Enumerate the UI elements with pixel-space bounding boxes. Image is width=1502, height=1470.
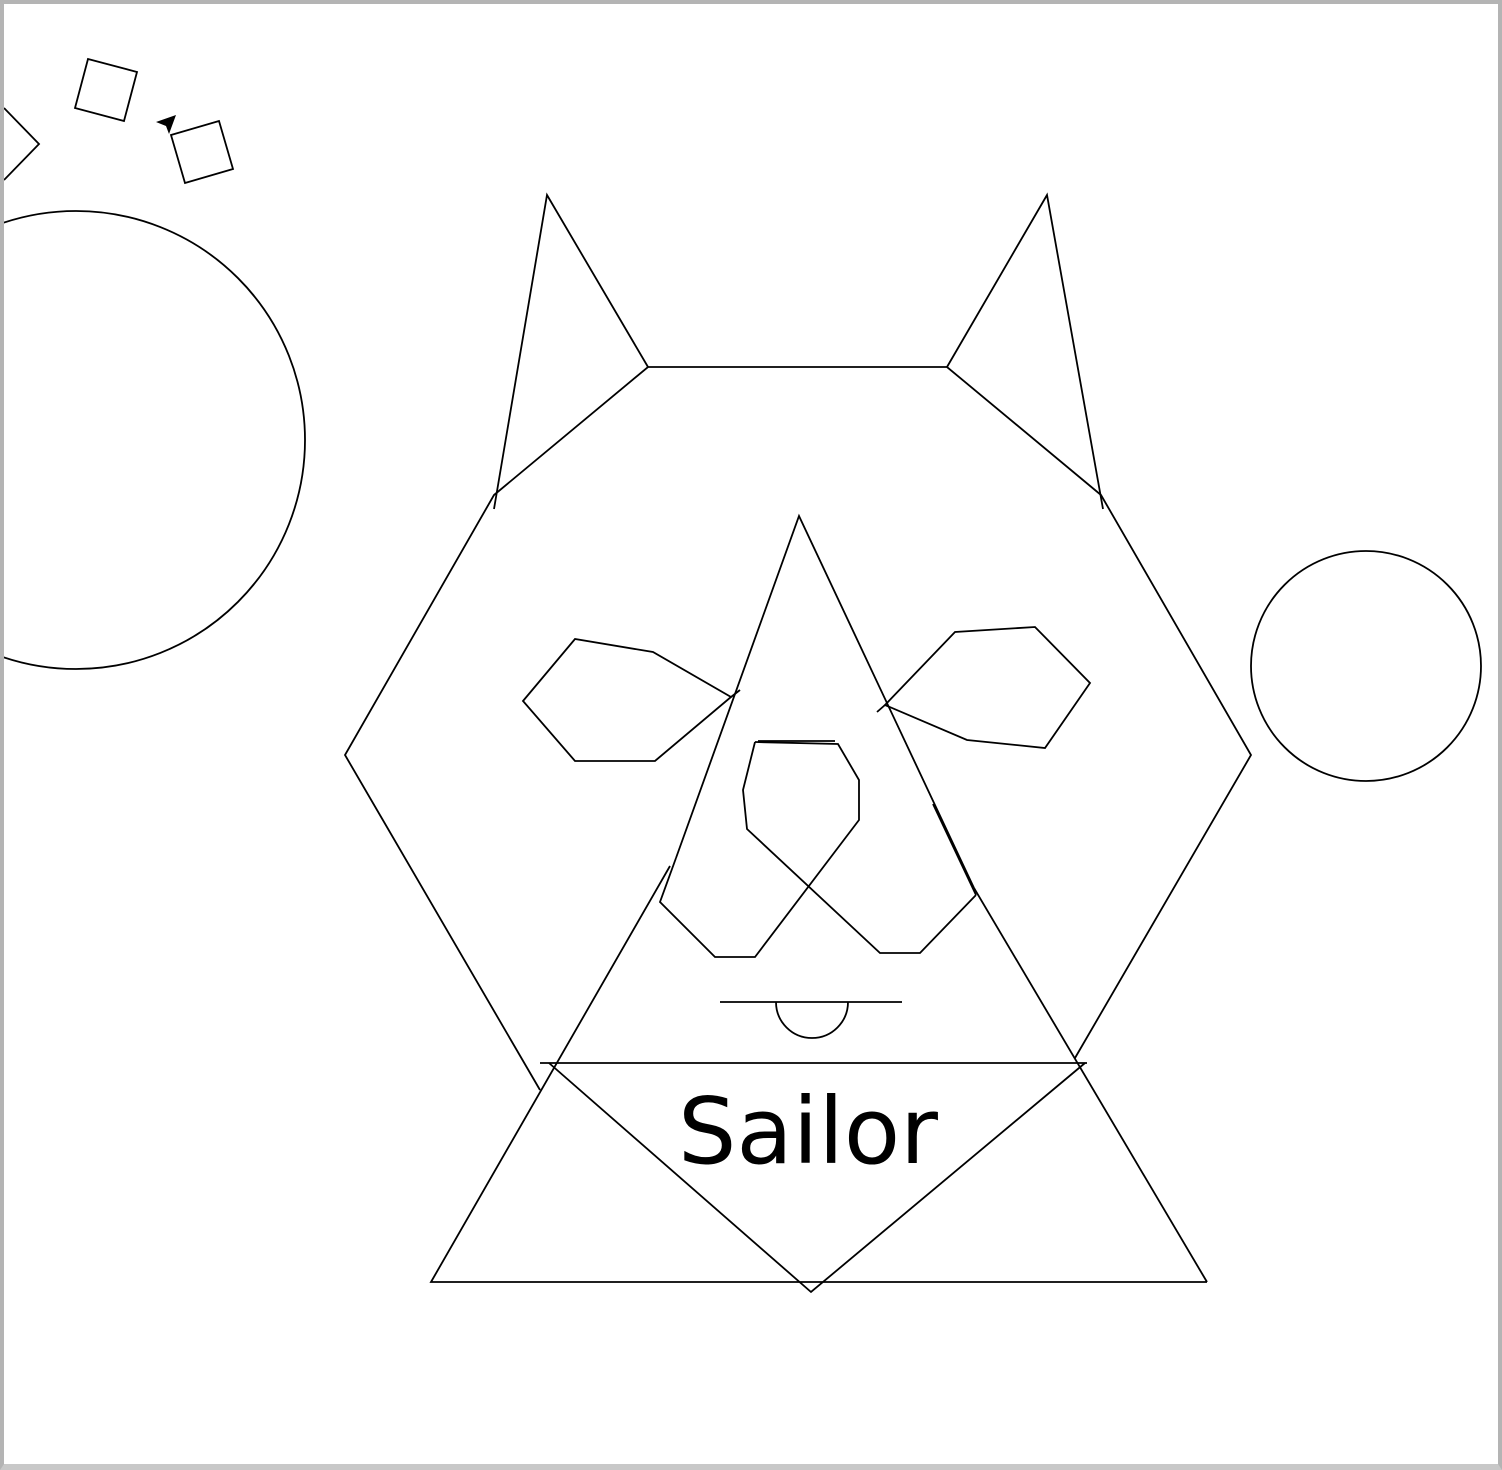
- right-ear: [946, 192, 1104, 510]
- strokes-group: [4, 57, 1482, 1294]
- small-square-1: [73, 57, 139, 123]
- face-triangle-upper: [675, 513, 975, 889]
- small-square-2: [169, 119, 235, 185]
- nose-knot-return: [658, 741, 860, 958]
- left-eye-tick: [730, 689, 741, 698]
- partial-square-left-edge: [4, 107, 41, 181]
- face-triangle-right-lower: [973, 887, 1208, 1283]
- face-triangle-right-notch: [932, 803, 977, 896]
- right-eye: [883, 626, 1092, 749]
- arrow-cursor-icon: [156, 115, 176, 134]
- left-ear: [493, 192, 649, 510]
- name-label: Sailor: [678, 1078, 938, 1185]
- small-circle: [1250, 550, 1482, 782]
- face-triangle: [429, 865, 1207, 1283]
- large-circle: [4, 210, 306, 670]
- bandana: [548, 1062, 1086, 1294]
- tongue: [775, 1001, 849, 1039]
- head-hexagon: [343, 366, 1253, 1091]
- nose-knot: [742, 741, 977, 954]
- turtle-drawing: Sailor: [4, 57, 1482, 1294]
- right-eye-tick: [876, 704, 886, 713]
- drawing-canvas: Sailor: [4, 4, 1498, 1464]
- left-eye: [521, 638, 733, 762]
